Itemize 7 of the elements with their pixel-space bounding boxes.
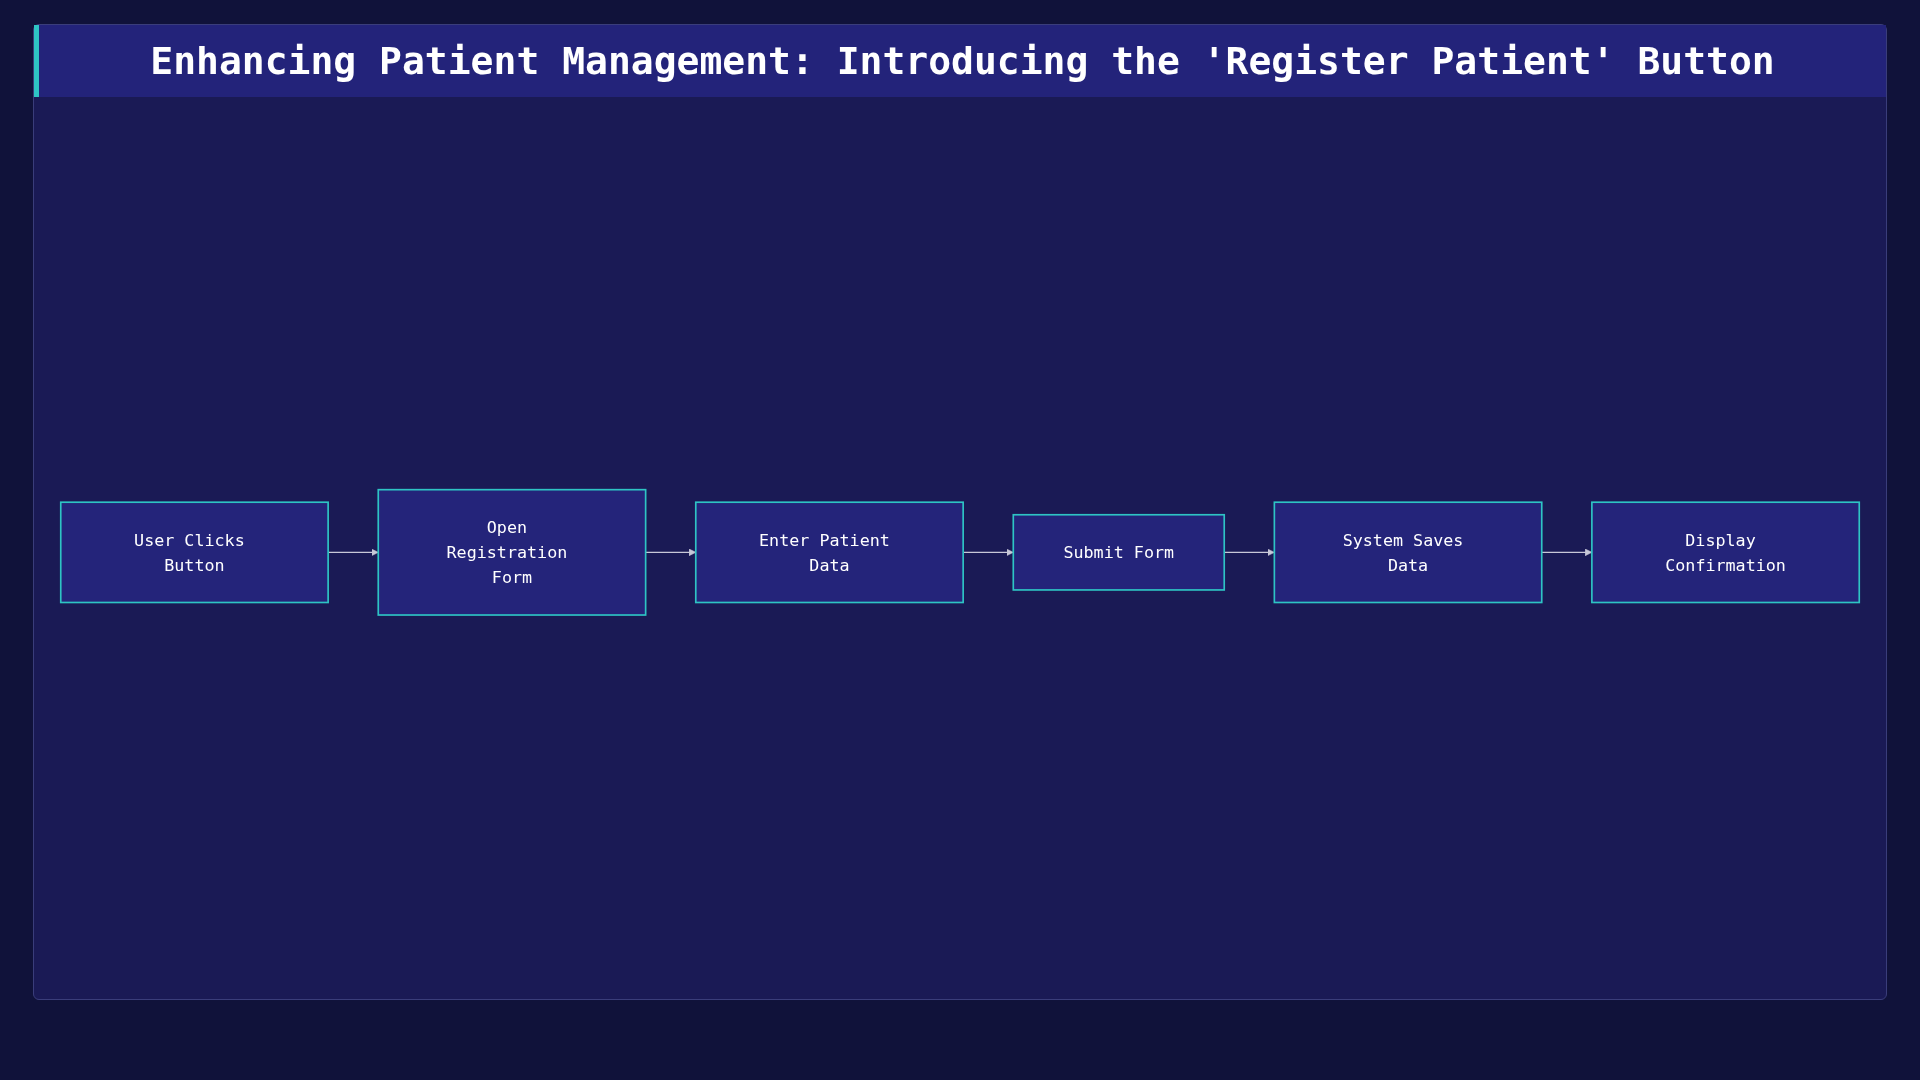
node-box: Open Registration Form — [377, 488, 647, 616]
node-box: Display Confirmation — [1591, 501, 1861, 603]
node-box: Submit Form — [1012, 513, 1226, 591]
node-box: System Saves Data — [1273, 501, 1543, 603]
node-box: Enter Patient Data — [694, 501, 964, 603]
node-box: User Clicks Button — [59, 501, 329, 603]
diagram-title: Enhancing Patient Management: Introducing the 'Register Patient' Button — [34, 25, 1886, 97]
